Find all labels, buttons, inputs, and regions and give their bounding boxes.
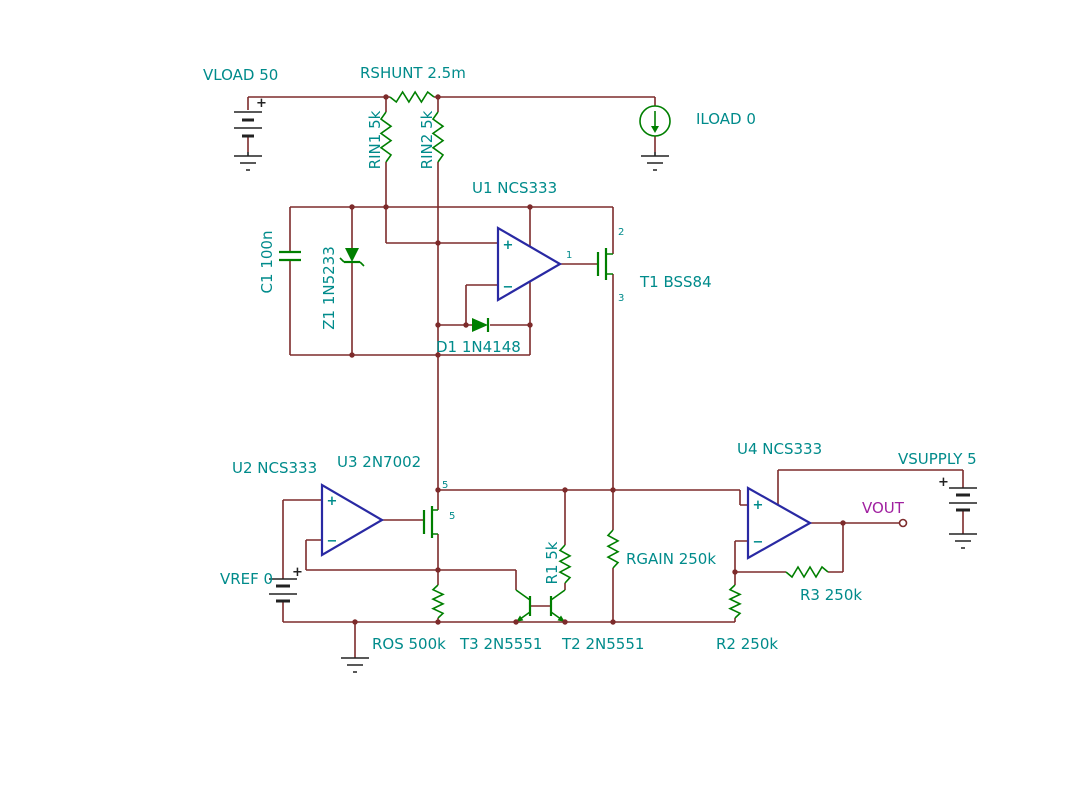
ground-vload [234, 152, 262, 171]
u3-pin-right: 5 [449, 511, 455, 522]
vout-label: VOUT [862, 499, 905, 517]
wires [247, 96, 964, 658]
resistor-rin1 [379, 111, 393, 163]
u4-plus-mark: + [753, 498, 764, 513]
zener-z1 [339, 248, 365, 267]
u1-minus-mark: − [503, 280, 514, 295]
t1-pin-bottom: 3 [618, 293, 624, 304]
z1-label: Z1 1N5233 [320, 246, 338, 330]
r1-label: R1 5k [543, 541, 561, 584]
u2-label: U2 NCS333 [232, 459, 317, 477]
vload-label: VLOAD 50 [203, 66, 278, 84]
ground-iload [641, 152, 669, 171]
ground-vsupply [949, 533, 977, 549]
t2-label: T2 2N5551 [561, 635, 644, 653]
t1-pin-gate: 1 [566, 250, 572, 261]
resistor-ros [431, 584, 445, 619]
resistor-rshunt [389, 90, 435, 104]
vref-label: VREF 0 [220, 570, 273, 588]
t1-label: T1 BSS84 [639, 273, 712, 291]
battery-vref [269, 578, 297, 603]
battery-vsupply [949, 487, 977, 512]
resistor-r3 [785, 565, 829, 579]
resistor-rin2 [431, 111, 445, 163]
vsupply-plus-sign: + [938, 475, 949, 490]
ros-label: ROS 500k [372, 635, 446, 653]
mosfet-u3 [422, 506, 438, 538]
bjt-t3 [515, 589, 532, 623]
u3-pin-top: 5 [442, 480, 448, 491]
r3-label: R3 250k [800, 586, 862, 604]
rin2-label: RIN2 5k [418, 110, 436, 169]
ground-bottom [341, 657, 369, 673]
vout-terminal [898, 518, 908, 528]
u4-label: U4 NCS333 [737, 440, 822, 458]
u4-minus-mark: − [753, 535, 764, 550]
junction-dots [349, 94, 846, 625]
u1-plus-mark: + [503, 238, 514, 253]
vsupply-label: VSUPPLY 5 [898, 450, 977, 468]
resistor-r2 [728, 584, 742, 619]
t1-pin-top: 2 [618, 227, 624, 238]
vref-plus-sign: + [292, 565, 303, 580]
mosfet-t1 [596, 248, 613, 280]
r2-label: R2 250k [716, 635, 778, 653]
diode-d1 [472, 318, 490, 332]
rin1-label: RIN1 5k [366, 110, 384, 169]
c1-label: C1 100n [258, 231, 276, 294]
wire-net [247, 96, 964, 658]
opamp-u1: + − [496, 226, 563, 302]
u3-label: U3 2N7002 [337, 453, 421, 471]
bjt-t2 [549, 589, 566, 623]
d1-label: D1 1N4148 [436, 338, 521, 356]
vload-plus-sign: + [256, 96, 267, 111]
rshunt-label: RSHUNT 2.5m [360, 64, 466, 82]
resistor-r1 [558, 544, 572, 584]
t3-label: T3 2N5551 [459, 635, 542, 653]
capacitor-c1 [279, 250, 301, 262]
u2-plus-mark: + [327, 494, 338, 509]
opamp-u4: + − [746, 486, 813, 560]
iload-label: ILOAD 0 [696, 110, 756, 128]
battery-vload [234, 111, 262, 138]
rgain-label: RGAIN 250k [626, 550, 716, 568]
resistor-rgain [606, 529, 620, 569]
u1-label: U1 NCS333 [472, 179, 557, 197]
current-source-iload [639, 105, 671, 137]
u2-minus-mark: − [327, 534, 338, 549]
opamp-u2: + − [320, 483, 385, 557]
